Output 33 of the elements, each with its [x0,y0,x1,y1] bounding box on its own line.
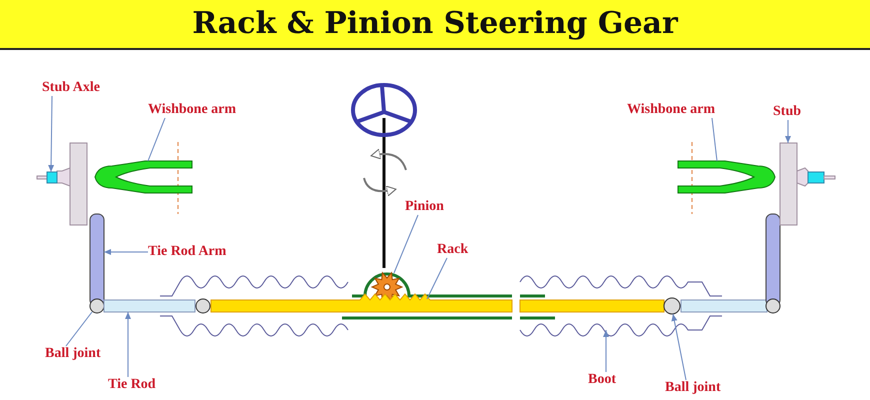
leader-line [712,118,718,162]
part-label: Ball joint [665,380,721,396]
rack [210,293,664,312]
leader-line [394,214,418,274]
ball-joint [196,298,210,314]
boot [520,276,722,336]
tie-rod [104,300,196,312]
leader-line [66,312,92,346]
leader-line [671,314,686,380]
part-label: Boot [588,372,616,388]
part-label: Wishbone arm [627,102,716,118]
leader-line [148,118,166,162]
part-label: Tie Rod [108,377,156,393]
stub-axle [46,172,58,184]
leader-line [48,96,54,172]
title-banner: Rack & Pinion Steering Gear [0,0,870,50]
part-label: Tie Rod Arm [148,244,226,260]
leader-line [603,330,609,372]
ball-joint [90,298,104,314]
part-label: Stub Axle [42,80,100,96]
leader-line [426,258,448,300]
part-label: Rack [437,242,468,258]
leader-line [785,120,791,144]
stub [780,142,798,226]
part-label: Wishbone arm [148,102,236,118]
pinion-gear [372,272,402,302]
leader-line [104,249,148,255]
part-label: Stub [773,104,802,120]
part-label: Pinion [405,199,444,215]
leader-line [125,312,131,378]
wishbone-arm [678,160,776,194]
wishbone-arm [94,160,192,194]
part-label: Ball joint [45,346,101,362]
